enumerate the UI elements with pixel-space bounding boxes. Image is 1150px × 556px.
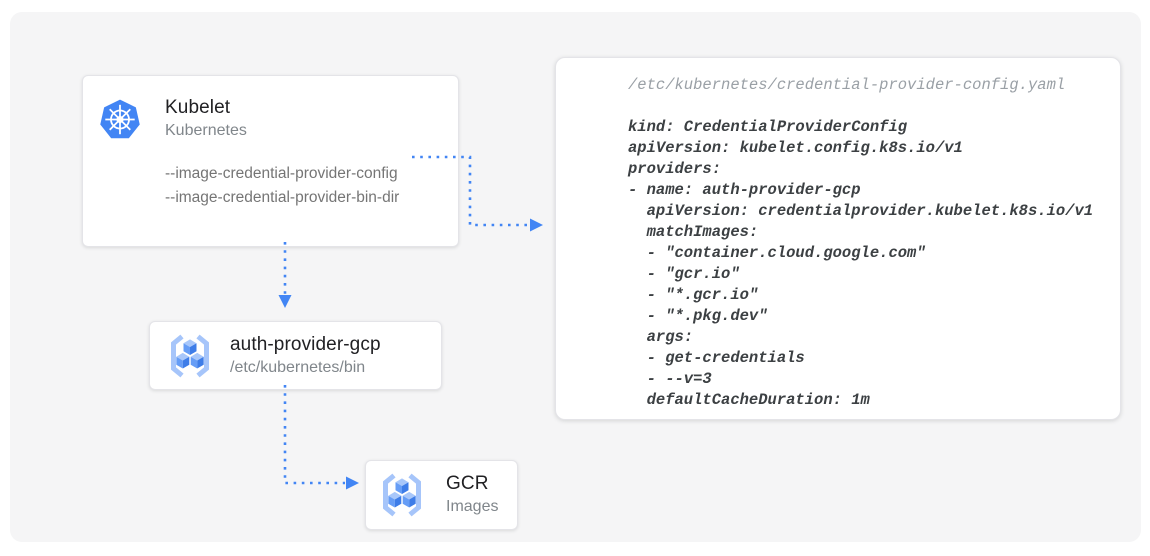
kubelet-flag-bin-dir: --image-credential-provider-bin-dir <box>165 189 400 206</box>
config-file-panel: /etc/kubernetes/credential-provider-conf… <box>555 57 1121 420</box>
gcr-registry-icon <box>378 471 426 519</box>
config-filename: /etc/kubernetes/credential-provider-conf… <box>628 76 1066 94</box>
gcr-node: GCR Images <box>365 460 518 530</box>
gcr-title: GCR <box>446 473 489 494</box>
kubelet-flags: --image-credential-provider-config --ima… <box>165 162 399 210</box>
auth-provider-title: auth-provider-gcp <box>230 333 381 355</box>
diagram-canvas: Kubelet Kubernetes --image-credential-pr… <box>10 12 1141 542</box>
kubelet-subtitle: Kubernetes <box>165 122 247 139</box>
kubelet-flag-config: --image-credential-provider-config <box>165 165 398 182</box>
gcr-registry-icon <box>166 332 214 380</box>
auth-provider-node: auth-provider-gcp /etc/kubernetes/bin <box>149 321 442 390</box>
config-yaml-code: kind: CredentialProviderConfig apiVersio… <box>628 118 1094 409</box>
gcr-subtitle: Images <box>446 498 499 515</box>
kubelet-title: Kubelet <box>165 97 231 118</box>
auth-provider-subtitle: /etc/kubernetes/bin <box>230 358 366 376</box>
kubernetes-icon <box>99 98 141 140</box>
kubelet-node: Kubelet Kubernetes --image-credential-pr… <box>82 75 459 247</box>
